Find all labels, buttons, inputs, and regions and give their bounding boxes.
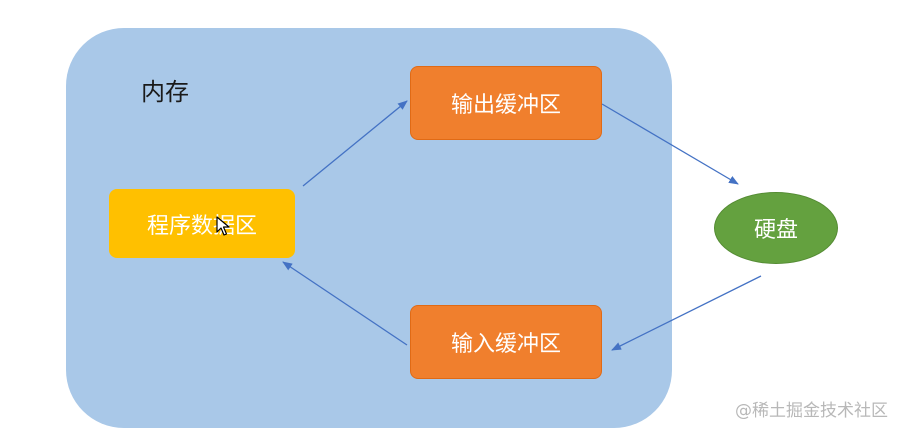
mouse-pointer-icon bbox=[216, 216, 230, 236]
program-data-area-node: 程序数据区 bbox=[109, 189, 295, 258]
watermark: @稀土掘金技术社区 bbox=[735, 401, 888, 421]
disk-node: 硬盘 bbox=[714, 192, 838, 264]
input-buffer-node: 输入缓冲区 bbox=[410, 305, 602, 379]
memory-label: 内存 bbox=[141, 78, 189, 106]
output-buffer-node: 输出缓冲区 bbox=[410, 66, 602, 140]
